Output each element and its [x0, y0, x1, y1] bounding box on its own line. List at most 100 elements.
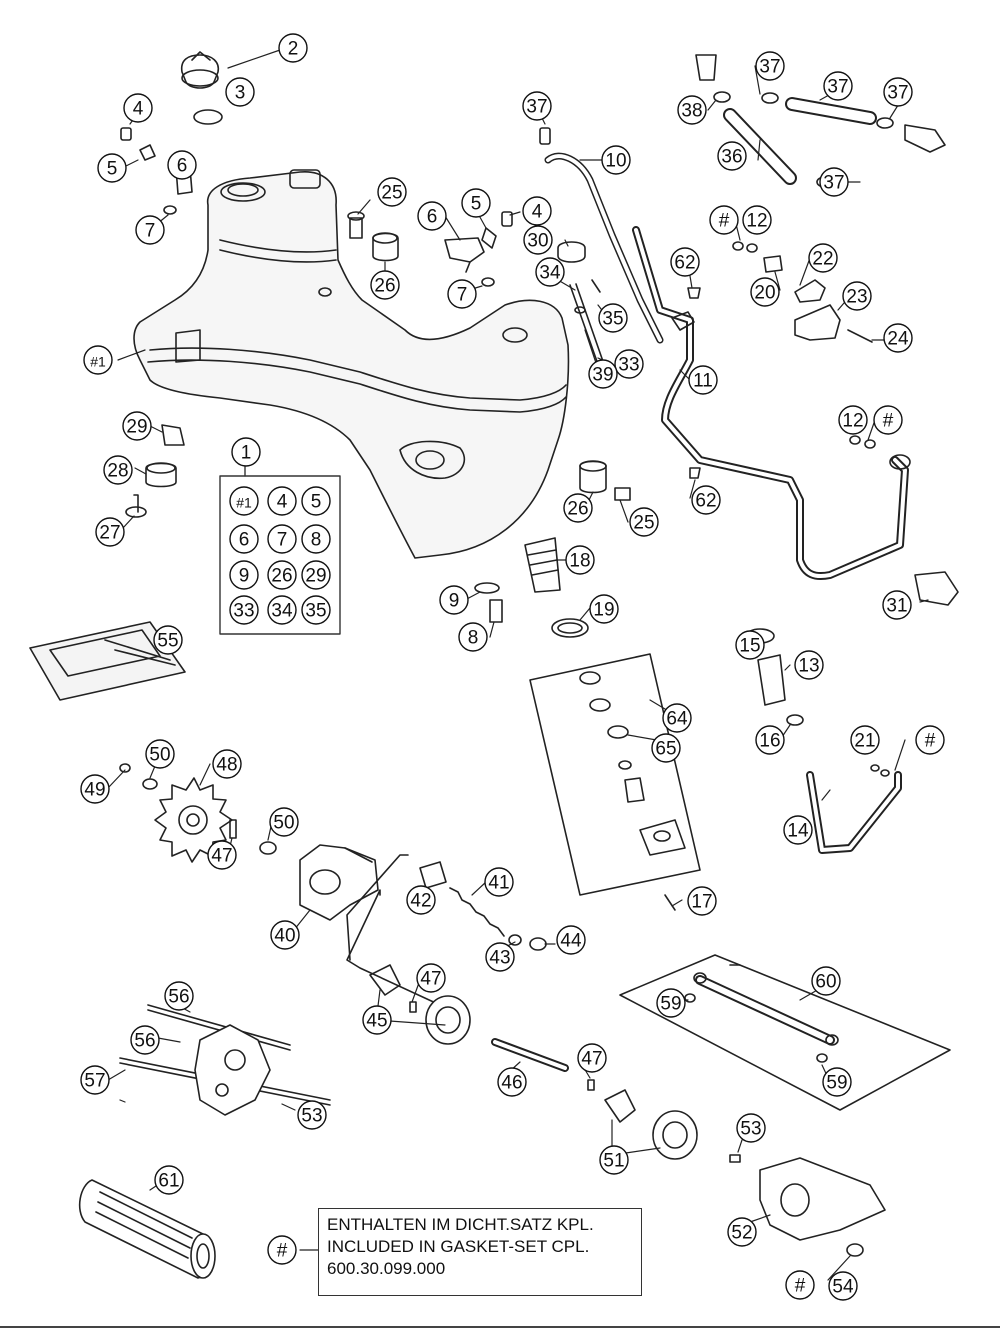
callout-26: 26 — [370, 270, 400, 300]
callout-59: 59 — [822, 1067, 852, 1097]
callout-number: # — [883, 411, 894, 432]
callout-35: 35 — [598, 303, 628, 333]
callout-number: 45 — [366, 1011, 387, 1032]
callout-number: 20 — [754, 283, 775, 304]
callout-number: 47 — [420, 969, 441, 990]
callout-65: 65 — [651, 733, 681, 763]
callout-56: 56 — [130, 1025, 160, 1055]
callout-8: 8 — [458, 622, 488, 652]
left-mount-parts — [125, 424, 185, 518]
callout-64: 64 — [662, 703, 692, 733]
callout-27: 27 — [95, 517, 125, 547]
callout-33: 33 — [614, 349, 644, 379]
callout-number: 14 — [787, 821, 809, 842]
kit-item-4: 4 — [267, 486, 297, 516]
callout-56: 56 — [164, 981, 194, 1011]
callout-41: 41 — [484, 867, 514, 897]
callout-number: # — [277, 1241, 288, 1262]
pump-sprocket-48 — [119, 763, 277, 863]
pump-shaft-46 — [491, 1038, 595, 1091]
callout-43: 43 — [485, 942, 515, 972]
callout-number: 15 — [739, 636, 760, 657]
callout-11: 11 — [688, 365, 718, 395]
callout-37: 37 — [883, 77, 913, 107]
callout-45: 45 — [362, 1005, 392, 1035]
callout-number: 12 — [746, 211, 767, 232]
callout-40: 40 — [270, 920, 300, 950]
callout-number: 59 — [826, 1073, 847, 1094]
callout-number: 43 — [489, 948, 510, 969]
callout-12: 12 — [742, 205, 772, 235]
kit-item-number: 9 — [239, 566, 250, 587]
callout-number: 30 — [527, 231, 548, 252]
callout-number: 12 — [842, 411, 863, 432]
callout-number: 1 — [241, 443, 252, 464]
kit-item-number: 26 — [271, 566, 292, 587]
callout-number: 65 — [655, 739, 676, 760]
callout-9: 9 — [439, 585, 469, 615]
callout-14: 14 — [783, 815, 813, 845]
callout-number: 5 — [107, 159, 118, 180]
kit-item-number: 6 — [239, 530, 250, 551]
callout-28: 28 — [103, 455, 133, 485]
callout-number: 27 — [99, 523, 120, 544]
callout-number: 37 — [759, 57, 780, 78]
callout-number: 40 — [274, 926, 295, 947]
callout-number: 37 — [827, 77, 848, 98]
kit-item-number: 34 — [271, 601, 293, 622]
callout-number: 62 — [674, 253, 695, 274]
callout-number: 4 — [532, 202, 543, 223]
kit-item-number: 5 — [311, 492, 322, 513]
callout-number: 17 — [691, 892, 712, 913]
callout-number: 13 — [798, 656, 819, 677]
callout-number: 7 — [457, 285, 468, 306]
callout-47: 47 — [207, 840, 237, 870]
callout-hash: # — [873, 405, 903, 435]
callout-number: 54 — [832, 1277, 854, 1298]
callout-number: 49 — [84, 780, 105, 801]
callout-number: 26 — [567, 499, 588, 520]
callout-number: 25 — [381, 183, 402, 204]
pump-housing-40 — [299, 844, 379, 921]
kit-item-9: 9 — [229, 560, 259, 590]
callout-number: 4 — [133, 99, 144, 120]
callout-7: 7 — [135, 215, 165, 245]
callout-29: 29 — [122, 411, 152, 441]
callout-number: 46 — [501, 1073, 522, 1094]
callout-62: 62 — [670, 247, 700, 277]
callout-3: 3 — [225, 77, 255, 107]
callout-62: 62 — [691, 485, 721, 515]
callout-number: 37 — [887, 83, 908, 104]
kit-item-number: 29 — [305, 566, 326, 587]
kit-item-29: 29 — [301, 560, 331, 590]
callout-1: 1 — [231, 437, 261, 467]
kit-panel-64 — [529, 653, 701, 911]
kit-item-6: 6 — [229, 524, 259, 554]
callout-hash: # — [785, 1270, 815, 1300]
callout-number: #1 — [90, 354, 106, 370]
kit-item-number: #1 — [236, 495, 252, 511]
callout-number: 44 — [560, 931, 582, 952]
filler-cap — [180, 51, 223, 125]
callout-number: 48 — [216, 755, 237, 776]
fitting-31 — [914, 571, 959, 606]
callout-31: 31 — [882, 590, 912, 620]
callout-number: 47 — [211, 846, 232, 867]
callout-number: 25 — [633, 513, 654, 534]
callout-61: 61 — [154, 1165, 184, 1195]
oil-tank-frame — [133, 169, 570, 559]
callout-4: 4 — [123, 93, 153, 123]
pump-cover-53 — [119, 1004, 331, 1116]
callout-number: 47 — [581, 1049, 602, 1070]
callout-number: 26 — [374, 276, 395, 297]
callout-44: 44 — [556, 925, 586, 955]
kit-item-26: 26 — [267, 560, 297, 590]
callout-13: 13 — [794, 650, 824, 680]
callout-number: 56 — [134, 1031, 155, 1052]
callout-number: 37 — [823, 173, 844, 194]
callout-55: 55 — [153, 625, 183, 655]
relief-valve-parts — [346, 854, 547, 1006]
callout-number: 10 — [605, 151, 626, 172]
callout-number: 64 — [666, 709, 688, 730]
